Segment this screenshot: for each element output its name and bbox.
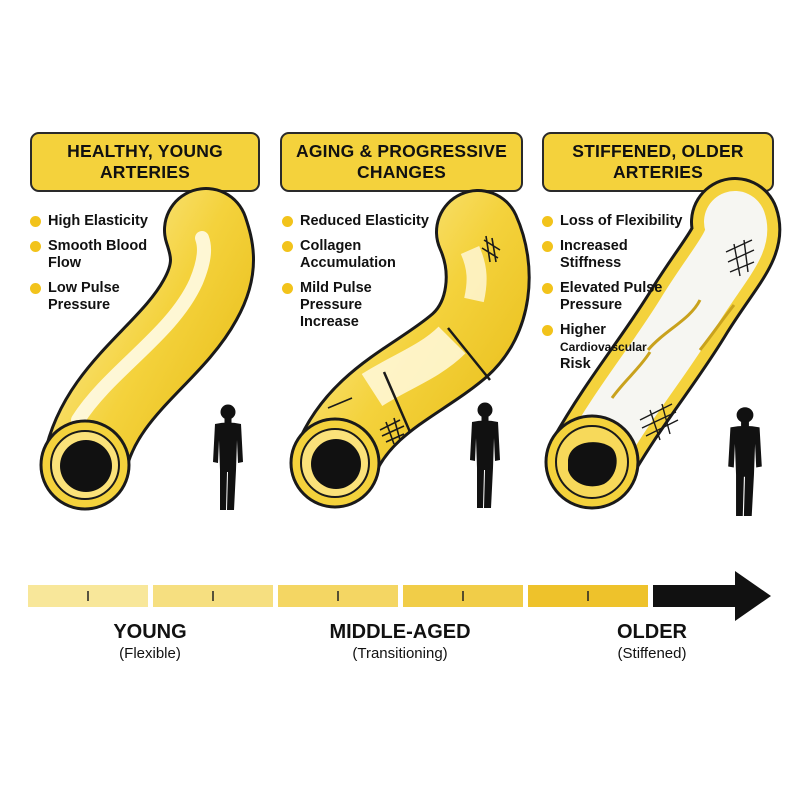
timeline-label-middle-aged: MIDDLE-AGED (Transitioning) xyxy=(300,620,500,664)
panel-header-young: HEALTHY, YOUNG ARTERIES xyxy=(30,132,260,192)
bullet-text-line: Flow xyxy=(48,255,82,271)
middle-aged-person-icon xyxy=(470,402,500,508)
stage-name: MIDDLE-AGED xyxy=(329,621,471,643)
bullet-text-line: Pressure xyxy=(560,297,623,313)
healthy-artery xyxy=(39,187,255,511)
bullet-text-line: Higher xyxy=(560,322,606,338)
timeline-label-young: YOUNG (Flexible) xyxy=(50,620,250,664)
bullet-text-line: Risk xyxy=(560,356,591,372)
bullet-item: High Elasticity xyxy=(30,213,200,230)
bullet-text-line: Mild Pulse xyxy=(300,280,372,296)
stiffened-artery xyxy=(544,177,782,510)
bullet-text-line: Increased xyxy=(560,238,628,254)
bullet-text-line: Accumulation xyxy=(300,255,396,271)
timeline-label-older: OLDER (Stiffened) xyxy=(552,620,752,664)
panel-title-line: CHANGES xyxy=(357,162,446,182)
panel-header-aging: AGING & PROGRESSIVE CHANGES xyxy=(280,132,523,192)
bullet-text-line: Low Pulse xyxy=(48,280,120,296)
stage-description: (Transitioning) xyxy=(352,645,448,662)
bullet-text-line: Collagen xyxy=(300,238,362,254)
bullet-item: Reduced Elasticity xyxy=(282,213,452,230)
panel-title-line: ARTERIES xyxy=(99,162,191,182)
older-person-icon xyxy=(728,407,762,516)
stage-name: OLDER xyxy=(617,621,687,643)
bullet-text-line: Stiffness xyxy=(560,255,622,271)
young-person-icon xyxy=(213,404,243,510)
bullet-item: Loss of Flexibility xyxy=(542,213,692,230)
bullet-text-line: Pressure xyxy=(48,297,111,313)
bullet-text-line: Loss of Flexibility xyxy=(560,213,683,229)
stage-description: (Flexible) xyxy=(119,645,181,662)
bullet-text-line: High Elasticity xyxy=(48,213,148,229)
stage-name: YOUNG xyxy=(113,621,187,643)
age-timeline xyxy=(28,571,771,621)
aging-artery xyxy=(289,189,531,509)
panel-title-line: STIFFENED, OLDER xyxy=(572,141,744,161)
bullet-text-line: Smooth Blood xyxy=(48,238,148,254)
bullet-text-line: Reduced Elasticity xyxy=(300,213,429,229)
bullet-text-line: Increase xyxy=(300,314,359,330)
timeline-arrow-icon xyxy=(653,571,771,621)
stage-description: (Stiffened) xyxy=(617,645,687,662)
bullet-text-line: Pressure xyxy=(300,297,363,313)
bullet-text-line: Elevated Pulse xyxy=(560,280,663,296)
panel-title-line: HEALTHY, YOUNG xyxy=(67,141,223,161)
bullet-text-line: Cardiovascular xyxy=(560,340,647,354)
panel-title-line: ARTERIES xyxy=(612,162,704,182)
panel-title-line: AGING & PROGRESSIVE xyxy=(296,141,507,161)
